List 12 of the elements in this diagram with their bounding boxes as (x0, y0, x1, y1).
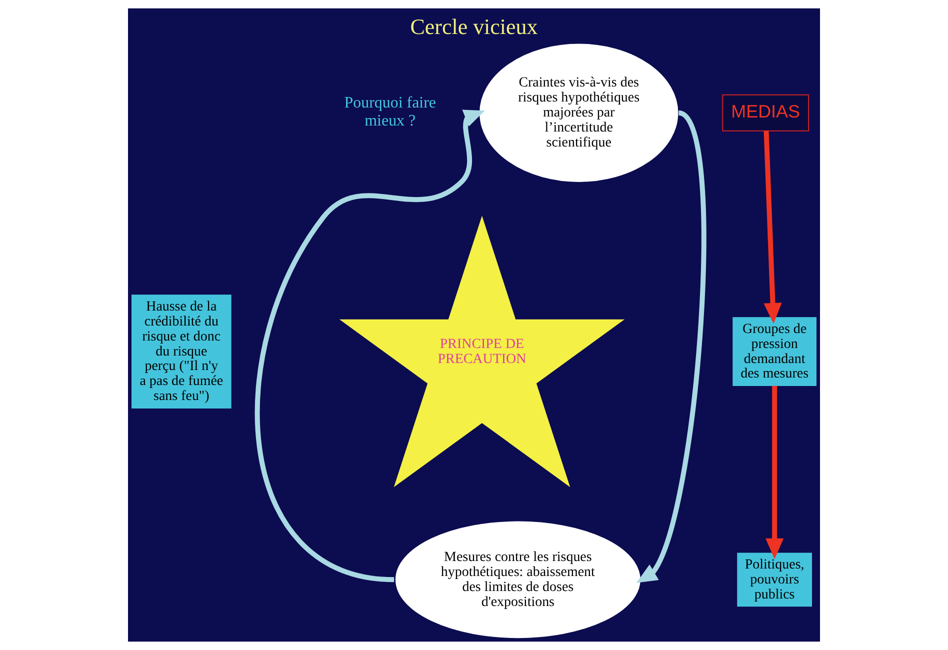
node-box: Hausse de la crédibilité du risque et donc du risque perçu ("Il n'y a pas de fumée sans feu") (132, 294, 232, 408)
arrow (254, 110, 485, 582)
node-box: Groupes de pression demandant des mesures (732, 317, 816, 386)
node-box: Politiques, pouvoirs publics (737, 552, 812, 607)
node-ellipse: Mesures contre les risques hypothétiques: abaissement des limites de doses d'expositions (395, 521, 640, 638)
diagram-title: Cercle vicieux (410, 14, 538, 39)
arrow (764, 130, 782, 324)
node-ellipse: Craintes vis-à-vis des risques hypothétiques majorées par l’incertitude scientifique (480, 44, 678, 182)
label: Pourquoi faire mieux ? (344, 94, 436, 130)
arrow (636, 110, 706, 583)
node-box: MEDIAS (722, 94, 810, 132)
arrow (766, 386, 784, 560)
